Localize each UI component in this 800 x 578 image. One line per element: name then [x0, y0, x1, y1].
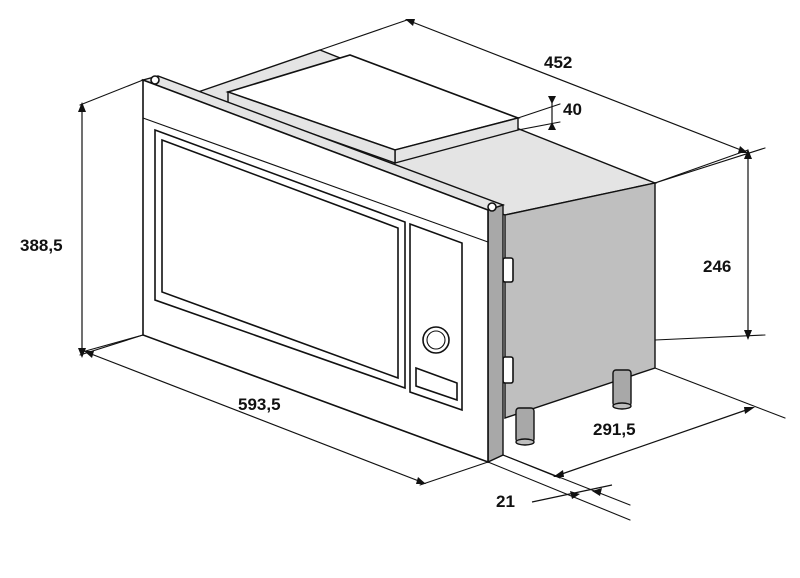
display-window: [415, 366, 458, 402]
rear-body: [195, 49, 658, 446]
frame-edge: [487, 204, 504, 464]
control-panel-outline: [409, 222, 463, 412]
dim-line-body-depth: [555, 407, 753, 477]
label-height-total: 388,5: [20, 236, 63, 255]
screw-top-left: [150, 75, 160, 85]
label-depth-total: 452: [544, 53, 572, 72]
foot-front-cap: [515, 438, 535, 446]
label-body-height: 246: [703, 257, 731, 276]
side-bracket-upper: [502, 257, 514, 283]
label-top-step: 40: [563, 100, 582, 119]
dimension-labels: 388,5 593,5 452 40 246 291,5 21: [20, 53, 731, 511]
foot-rear-cap: [612, 402, 632, 410]
dim-line-width-total: [85, 351, 425, 484]
label-body-depth: 291,5: [593, 420, 636, 439]
foot-rear: [612, 369, 632, 407]
dimension-lines: [78, 19, 786, 521]
foot-front: [515, 407, 535, 443]
screw-top-right: [487, 202, 497, 212]
side-bracket-lower: [502, 356, 514, 384]
body-side-face: [504, 182, 656, 419]
label-frame-thickness: 21: [496, 492, 515, 511]
door-window: [154, 128, 406, 390]
control-panel: [409, 222, 463, 412]
frame-trim: [142, 117, 489, 243]
door-inner: [161, 138, 399, 380]
top-block-front: [227, 91, 396, 164]
label-width-total: 593,5: [238, 395, 281, 414]
dim-line-depth-total: [406, 19, 747, 153]
control-knob-inner: [426, 330, 446, 350]
